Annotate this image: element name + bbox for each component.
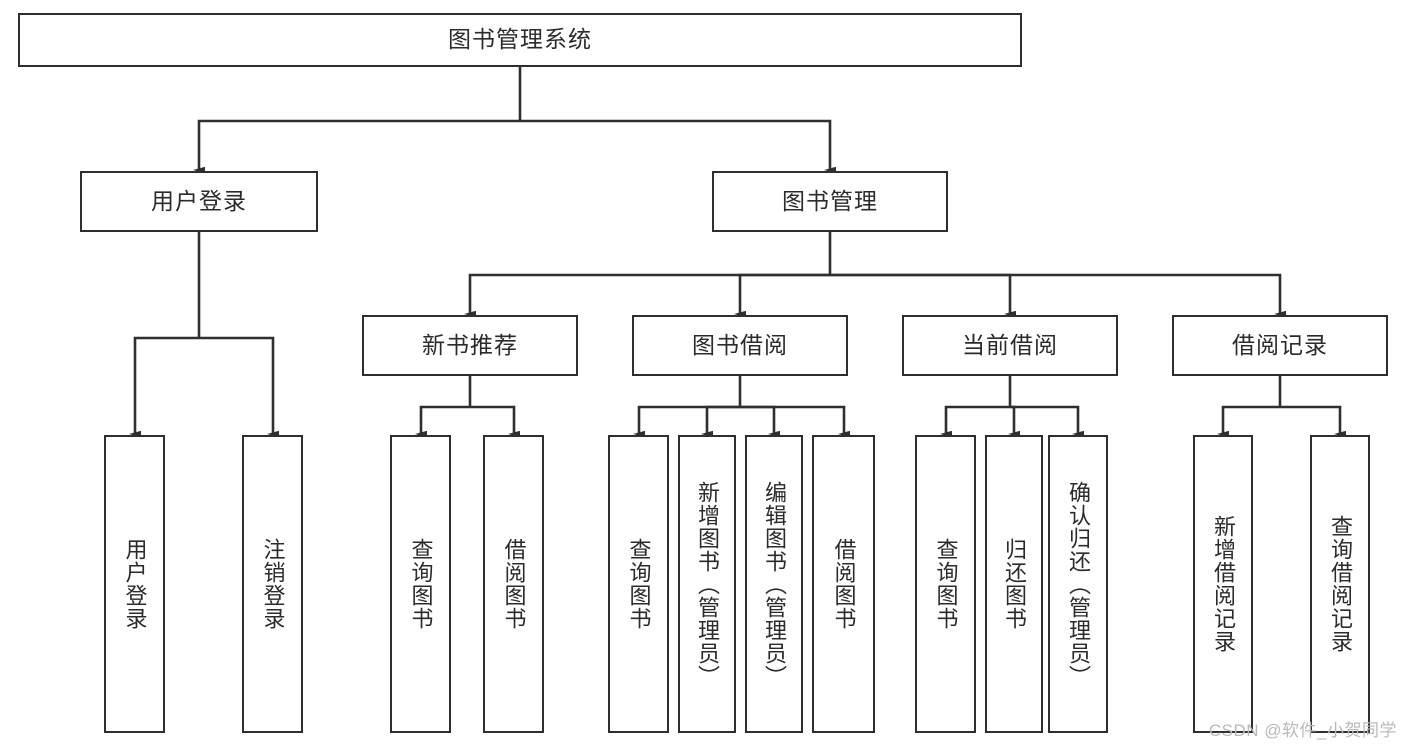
- node-label: 用户登录: [151, 187, 247, 214]
- edge-login-to-leaf-login-1: [129, 336, 199, 438]
- node-leaf-cur-2: 归还图书: [985, 435, 1043, 733]
- node-label: 图书借阅: [692, 331, 788, 358]
- node-borrow: 图书借阅: [632, 315, 848, 376]
- edge-borrow-to-leaf-bor-4: [740, 405, 850, 438]
- node-label: 当前借阅: [962, 331, 1058, 358]
- node-leaf-rec-1: 新增借阅记录: [1193, 435, 1253, 733]
- node-label: 借阅图书: [831, 538, 857, 630]
- edge-bookmgmt-to-current: [830, 273, 1016, 318]
- edge-borrow-to-leaf-bor-3: [740, 405, 780, 438]
- node-leaf-bor-2: 新增图书（管理员）: [678, 435, 736, 733]
- node-label: 新增图书（管理员）: [694, 480, 720, 688]
- node-current: 当前借阅: [902, 315, 1118, 376]
- node-login: 用户登录: [80, 171, 318, 232]
- node-label: 确认归还（管理员）: [1065, 480, 1091, 688]
- edge-current-to-leaf-cur-2: [1008, 405, 1020, 438]
- edge-records-to-leaf-rec-2: [1280, 405, 1346, 438]
- node-label: 新书推荐: [422, 331, 518, 358]
- edge-newbook-to-leaf-new-1: [415, 405, 470, 438]
- node-label: 图书管理系统: [448, 26, 592, 53]
- edge-records-to-leaf-rec-1: [1217, 405, 1280, 438]
- node-label: 注销登录: [260, 538, 286, 630]
- node-leaf-bor-1: 查询图书: [608, 435, 669, 733]
- node-label: 新增借阅记录: [1210, 515, 1236, 653]
- edge-newbook-to-leaf-new-2: [470, 405, 520, 438]
- node-root: 图书管理系统: [18, 13, 1022, 67]
- node-label: 查询图书: [626, 538, 652, 630]
- node-label: 借阅记录: [1232, 331, 1328, 358]
- edge-paths: [129, 67, 1346, 438]
- edge-bookmgmt-to-records: [830, 273, 1286, 318]
- node-label: 用户登录: [122, 538, 148, 630]
- node-label: 查询图书: [408, 538, 434, 630]
- node-label: 编辑图书（管理员）: [761, 480, 787, 688]
- node-records: 借阅记录: [1172, 315, 1388, 376]
- node-label: 查询借阅记录: [1327, 515, 1353, 653]
- edge-bookmgmt-to-borrow: [734, 273, 830, 318]
- edge-current-to-leaf-cur-1: [940, 405, 1010, 438]
- node-bookmgmt: 图书管理: [712, 171, 948, 232]
- edge-borrow-to-leaf-bor-2: [701, 405, 740, 438]
- node-leaf-cur-3: 确认归还（管理员）: [1048, 435, 1108, 733]
- node-leaf-new-2: 借阅图书: [483, 435, 544, 733]
- node-leaf-bor-4: 借阅图书: [812, 435, 875, 733]
- node-leaf-rec-2: 查询借阅记录: [1310, 435, 1370, 733]
- node-leaf-login-2: 注销登录: [242, 435, 303, 733]
- edge-borrow-to-leaf-bor-1: [633, 405, 740, 438]
- edge-current-to-leaf-cur-3: [1010, 405, 1084, 438]
- edge-root-to-login: [193, 119, 520, 174]
- node-label: 归还图书: [1001, 538, 1027, 630]
- watermark: CSDN @软件_小贺同学: [1208, 721, 1397, 740]
- node-leaf-login-1: 用户登录: [104, 435, 165, 733]
- edge-root-to-bookmgmt: [520, 119, 836, 174]
- node-leaf-new-1: 查询图书: [390, 435, 451, 733]
- edge-bookmgmt-to-newbook: [464, 273, 830, 318]
- node-newbook: 新书推荐: [362, 315, 578, 376]
- edge-login-to-leaf-login-2: [199, 336, 279, 438]
- node-label: 查询图书: [933, 538, 959, 630]
- node-leaf-bor-3: 编辑图书（管理员）: [745, 435, 803, 733]
- node-label: 图书管理: [782, 187, 878, 214]
- node-label: 借阅图书: [501, 538, 527, 630]
- node-leaf-cur-1: 查询图书: [915, 435, 976, 733]
